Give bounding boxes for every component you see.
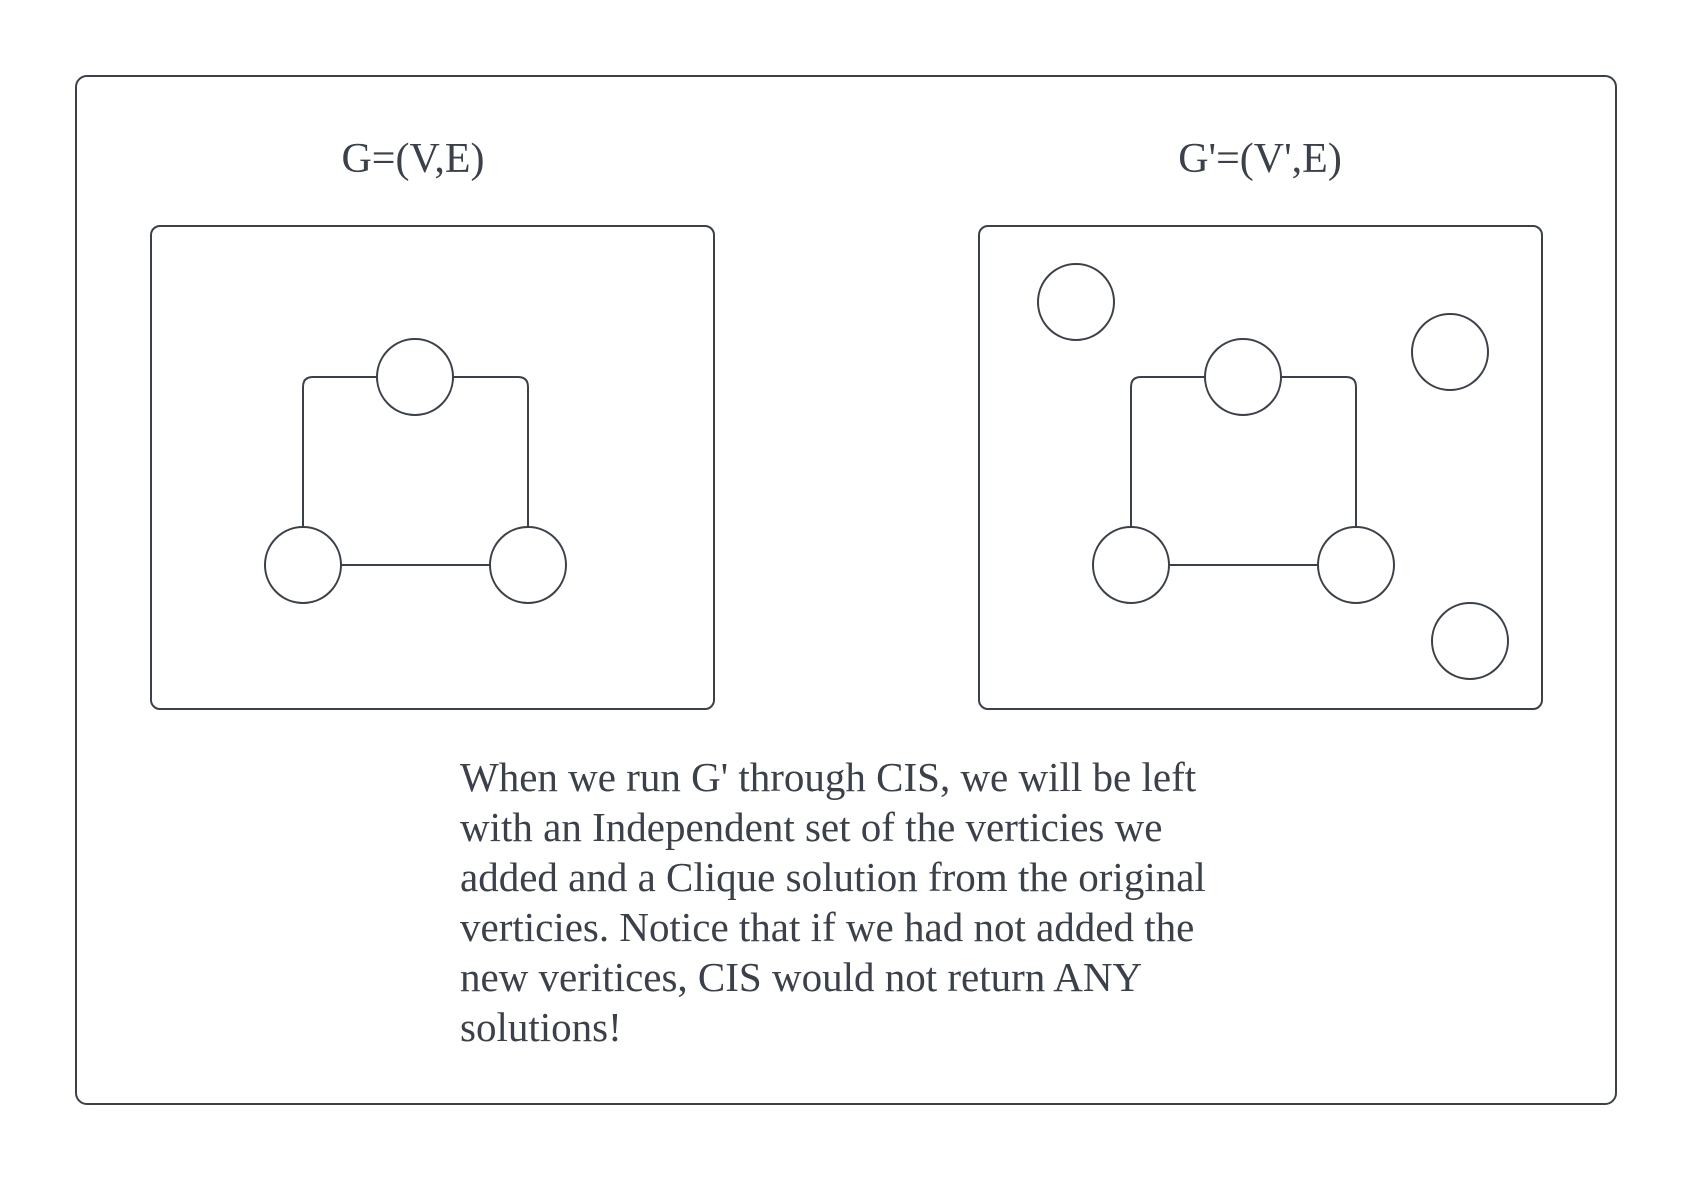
edge-top-left	[1130, 376, 1205, 527]
graph-g-title: G=(V,E)	[341, 136, 485, 182]
added-vertex-top-left	[1037, 263, 1115, 341]
explanation-text: When we run G' through CIS, we will be l…	[460, 754, 1206, 1050]
edge-top-left	[302, 376, 377, 527]
edge-top-right	[453, 376, 529, 527]
graph-g-panel	[150, 225, 715, 710]
graph-g-prime-panel	[978, 225, 1543, 710]
vertex-bottom-right	[489, 526, 567, 604]
vertex-bottom-left	[1092, 526, 1170, 604]
added-vertex-top-right	[1411, 313, 1489, 391]
edge-top-right	[1281, 376, 1357, 527]
graph-g-prime-title: G'=(V',E)	[1178, 136, 1342, 182]
graph-g-canvas	[264, 338, 567, 604]
vertex-top	[376, 338, 454, 416]
vertex-bottom-left	[264, 526, 342, 604]
vertex-top	[1204, 338, 1282, 416]
added-vertex-bottom-right	[1431, 602, 1509, 680]
diagram-frame	[75, 75, 1617, 1105]
vertex-bottom-right	[1317, 526, 1395, 604]
graph-g-prime-canvas	[1037, 263, 1509, 680]
